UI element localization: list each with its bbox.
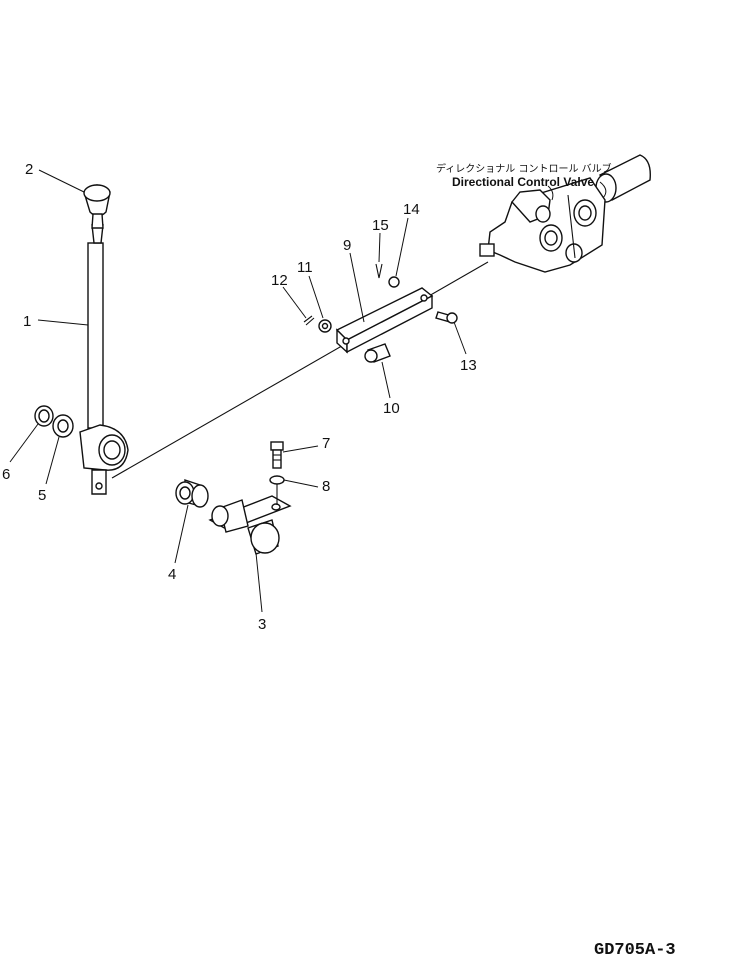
callout-14: 14 [403,201,420,218]
callout-7: 7 [322,435,330,452]
callout-8: 8 [322,478,330,495]
valve-leader-2 [599,181,607,199]
leader-6 [9,423,39,463]
valve-label-en: Directional Control Valve [452,175,594,189]
bracket [208,495,292,555]
bushing [175,479,209,508]
callout-13: 13 [460,357,477,374]
assembly-axis-line [111,261,489,479]
pin [435,311,458,324]
callout-1: 1 [23,313,31,330]
nut [388,276,400,288]
leader-10 [381,361,391,399]
cotter-pin-15 [375,263,383,279]
lock-washer [269,475,285,505]
leader-13 [453,321,467,355]
callout-4: 4 [168,566,176,583]
leader-3 [255,552,263,613]
leader-2 [38,169,85,193]
callout-5: 5 [38,487,46,504]
plain-washer [318,319,332,333]
clevis-pin [364,343,391,363]
control-lever [79,242,129,495]
lever-knob [83,184,111,244]
callout-9: 9 [343,237,351,254]
callout-15: 15 [372,217,389,234]
cotter-pin [303,315,315,326]
link-plate [335,287,434,354]
drawing-code: GD705A-3 [594,941,676,955]
leader-9 [349,252,365,323]
callout-10: 10 [383,400,400,417]
callout-6: 6 [2,466,10,483]
callout-3: 3 [258,616,266,633]
valve-label-jp: ディレクショナル コントロール バルブ [436,162,612,175]
leader-5 [45,436,60,485]
callout-12: 12 [271,272,288,289]
washer [52,414,74,438]
leader-15 [378,232,381,263]
leader-8 [283,479,319,488]
leader-1 [37,319,89,326]
valve-leader-1 [547,185,554,201]
leader-11 [308,275,324,319]
leader-7 [282,445,319,453]
callout-2: 2 [25,161,33,178]
snap-ring [34,405,54,427]
leader-4 [174,504,189,564]
directional-control-valve [479,154,651,273]
leader-14 [395,217,409,277]
leader-12 [282,286,307,319]
callout-11: 11 [297,259,313,276]
bolt [270,441,284,469]
